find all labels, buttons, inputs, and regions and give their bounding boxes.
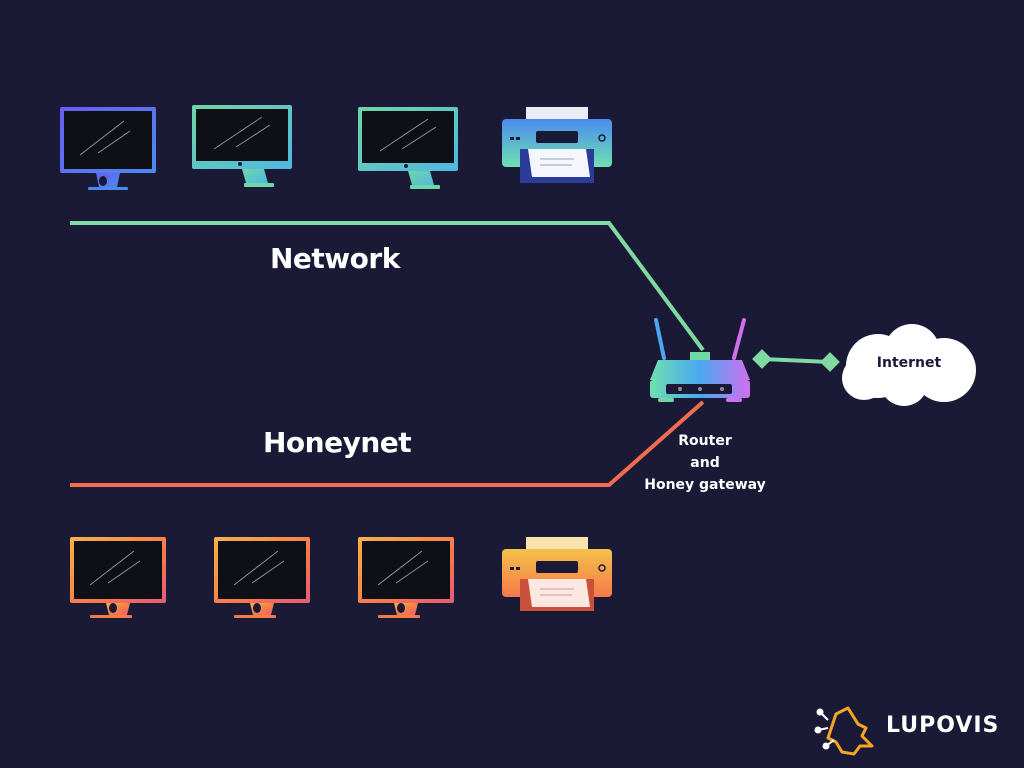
link-node-left — [752, 349, 772, 369]
honeynet-monitor-3 — [358, 537, 454, 618]
lupovis-logo-icon — [814, 706, 874, 756]
router — [650, 318, 750, 402]
honeynet-monitor-1 — [70, 537, 166, 618]
brand-name: LUPOVIS — [886, 713, 1000, 738]
honeynet-printer — [502, 537, 612, 611]
router-label-line: Honey gateway — [644, 477, 766, 493]
network-monitor-1 — [60, 107, 156, 190]
router-label: Router and Honey gateway — [630, 430, 780, 496]
router-label-line: Router — [678, 433, 732, 449]
network-line — [70, 221, 705, 352]
honeynet-label: Honeynet — [263, 426, 412, 459]
internet-label: Internet — [876, 355, 942, 371]
router-label-line: and — [690, 455, 720, 471]
network-label: Network — [270, 242, 400, 275]
internet-link — [761, 357, 831, 364]
network-printer — [502, 107, 612, 183]
network-monitor-2 — [192, 105, 292, 187]
honeynet-line — [70, 400, 705, 487]
link-node-right — [820, 352, 840, 372]
internet-cloud — [842, 324, 976, 406]
network-monitor-3 — [358, 107, 458, 189]
honeynet-monitor-2 — [214, 537, 310, 618]
